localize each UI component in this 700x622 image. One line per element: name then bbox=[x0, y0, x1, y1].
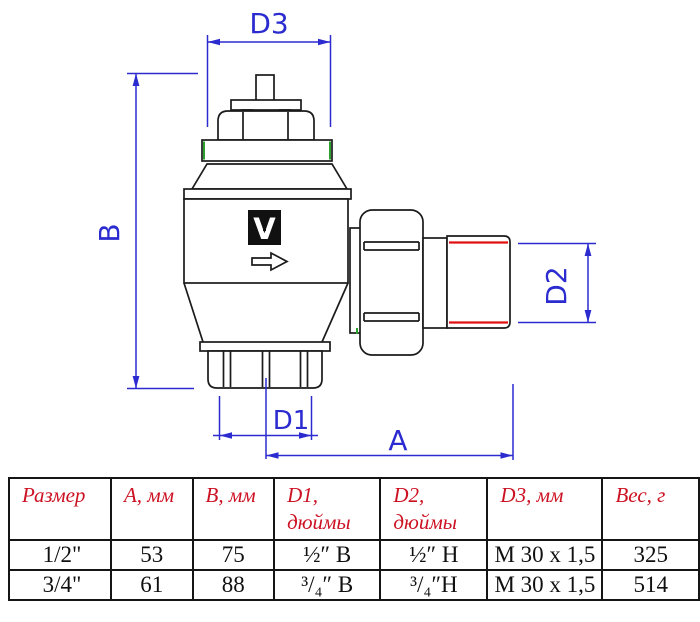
cell-size: 3/4" bbox=[8, 568, 112, 601]
logo-t-mark bbox=[259, 215, 270, 231]
dim-label-d1: D1 bbox=[273, 406, 310, 436]
valve-technical-drawing: V D3 bbox=[93, 7, 596, 460]
cell-d2: ½″ Н bbox=[379, 538, 489, 571]
spec-table-header-row: Размер А, мм В, мм D1, дюймы D2, дюймы D… bbox=[8, 477, 700, 541]
dim-label-a: A bbox=[388, 424, 407, 457]
male-thread bbox=[446, 235, 511, 329]
valve-shoulder-plate bbox=[183, 188, 352, 200]
dim-label-d2: D2 bbox=[540, 266, 573, 305]
valve-stem bbox=[255, 74, 275, 103]
thread-accents-red bbox=[449, 241, 508, 324]
flow-direction-arrow bbox=[251, 251, 289, 272]
valve-top-flange bbox=[230, 99, 302, 111]
valve-collar bbox=[201, 139, 333, 162]
cell-d3: М 30 х 1,5 bbox=[486, 538, 604, 571]
cell-b: 88 bbox=[191, 568, 276, 601]
cell-weight: 325 bbox=[601, 538, 700, 571]
valve-outline bbox=[183, 74, 511, 389]
header-d1-inch: D1, дюймы bbox=[273, 477, 382, 541]
dim-label-d3: D3 bbox=[249, 7, 288, 40]
header-size: Размер bbox=[8, 477, 112, 541]
spec-row-half-inch: 1/2" 53 75 ½″ В ½″ Н М 30 х 1,5 325 bbox=[8, 538, 700, 571]
header-d3-mm: D3, мм bbox=[486, 477, 604, 541]
tailpiece-shoulder bbox=[422, 237, 448, 329]
dim-d3-lines bbox=[206, 35, 332, 127]
cell-d2: ³/₄″Н bbox=[379, 568, 489, 601]
cell-b: 75 bbox=[191, 538, 276, 571]
cell-d1: ½″ В bbox=[273, 538, 382, 571]
seal-accents-green bbox=[203, 141, 358, 334]
dimension-arrowheads bbox=[132, 38, 592, 459]
valve-bonnet-taper bbox=[190, 163, 349, 190]
spec-table: Размер А, мм В, мм D1, дюймы D2, дюймы D… bbox=[8, 477, 700, 601]
header-weight: Вес, г bbox=[601, 477, 700, 541]
dim-label-b: B bbox=[93, 223, 126, 242]
bottom-flange bbox=[199, 341, 331, 352]
header-b-mm: В, мм bbox=[191, 477, 276, 541]
body-taper-lines bbox=[183, 282, 349, 343]
cell-d1: ³/₄″ В bbox=[273, 568, 382, 601]
female-thread bbox=[207, 350, 323, 389]
header-d2-inch: D2, дюймы bbox=[379, 477, 489, 541]
spec-row-three-quarter-inch: 3/4" 61 88 ³/₄″ В ³/₄″Н М 30 х 1,5 514 bbox=[8, 568, 700, 601]
header-a-mm: А, мм bbox=[109, 477, 194, 541]
dim-a-lines bbox=[265, 378, 514, 460]
cell-d3: М 30 х 1,5 bbox=[486, 568, 604, 601]
brand-logo: V bbox=[248, 210, 281, 246]
cell-weight: 514 bbox=[601, 568, 700, 601]
cell-size: 1/2" bbox=[8, 538, 112, 571]
cell-a: 53 bbox=[109, 538, 194, 571]
dimension-labels: D3 B D2 D1 A bbox=[93, 7, 573, 457]
dim-b-lines bbox=[127, 72, 198, 390]
valve-hex-cap bbox=[217, 110, 315, 141]
union-nut-facets bbox=[363, 241, 420, 322]
hex-cap-facets bbox=[242, 112, 289, 140]
female-thread-lines bbox=[222, 351, 309, 387]
dim-d2-lines bbox=[518, 242, 596, 324]
cell-a: 61 bbox=[109, 568, 194, 601]
union-nut bbox=[359, 209, 424, 356]
